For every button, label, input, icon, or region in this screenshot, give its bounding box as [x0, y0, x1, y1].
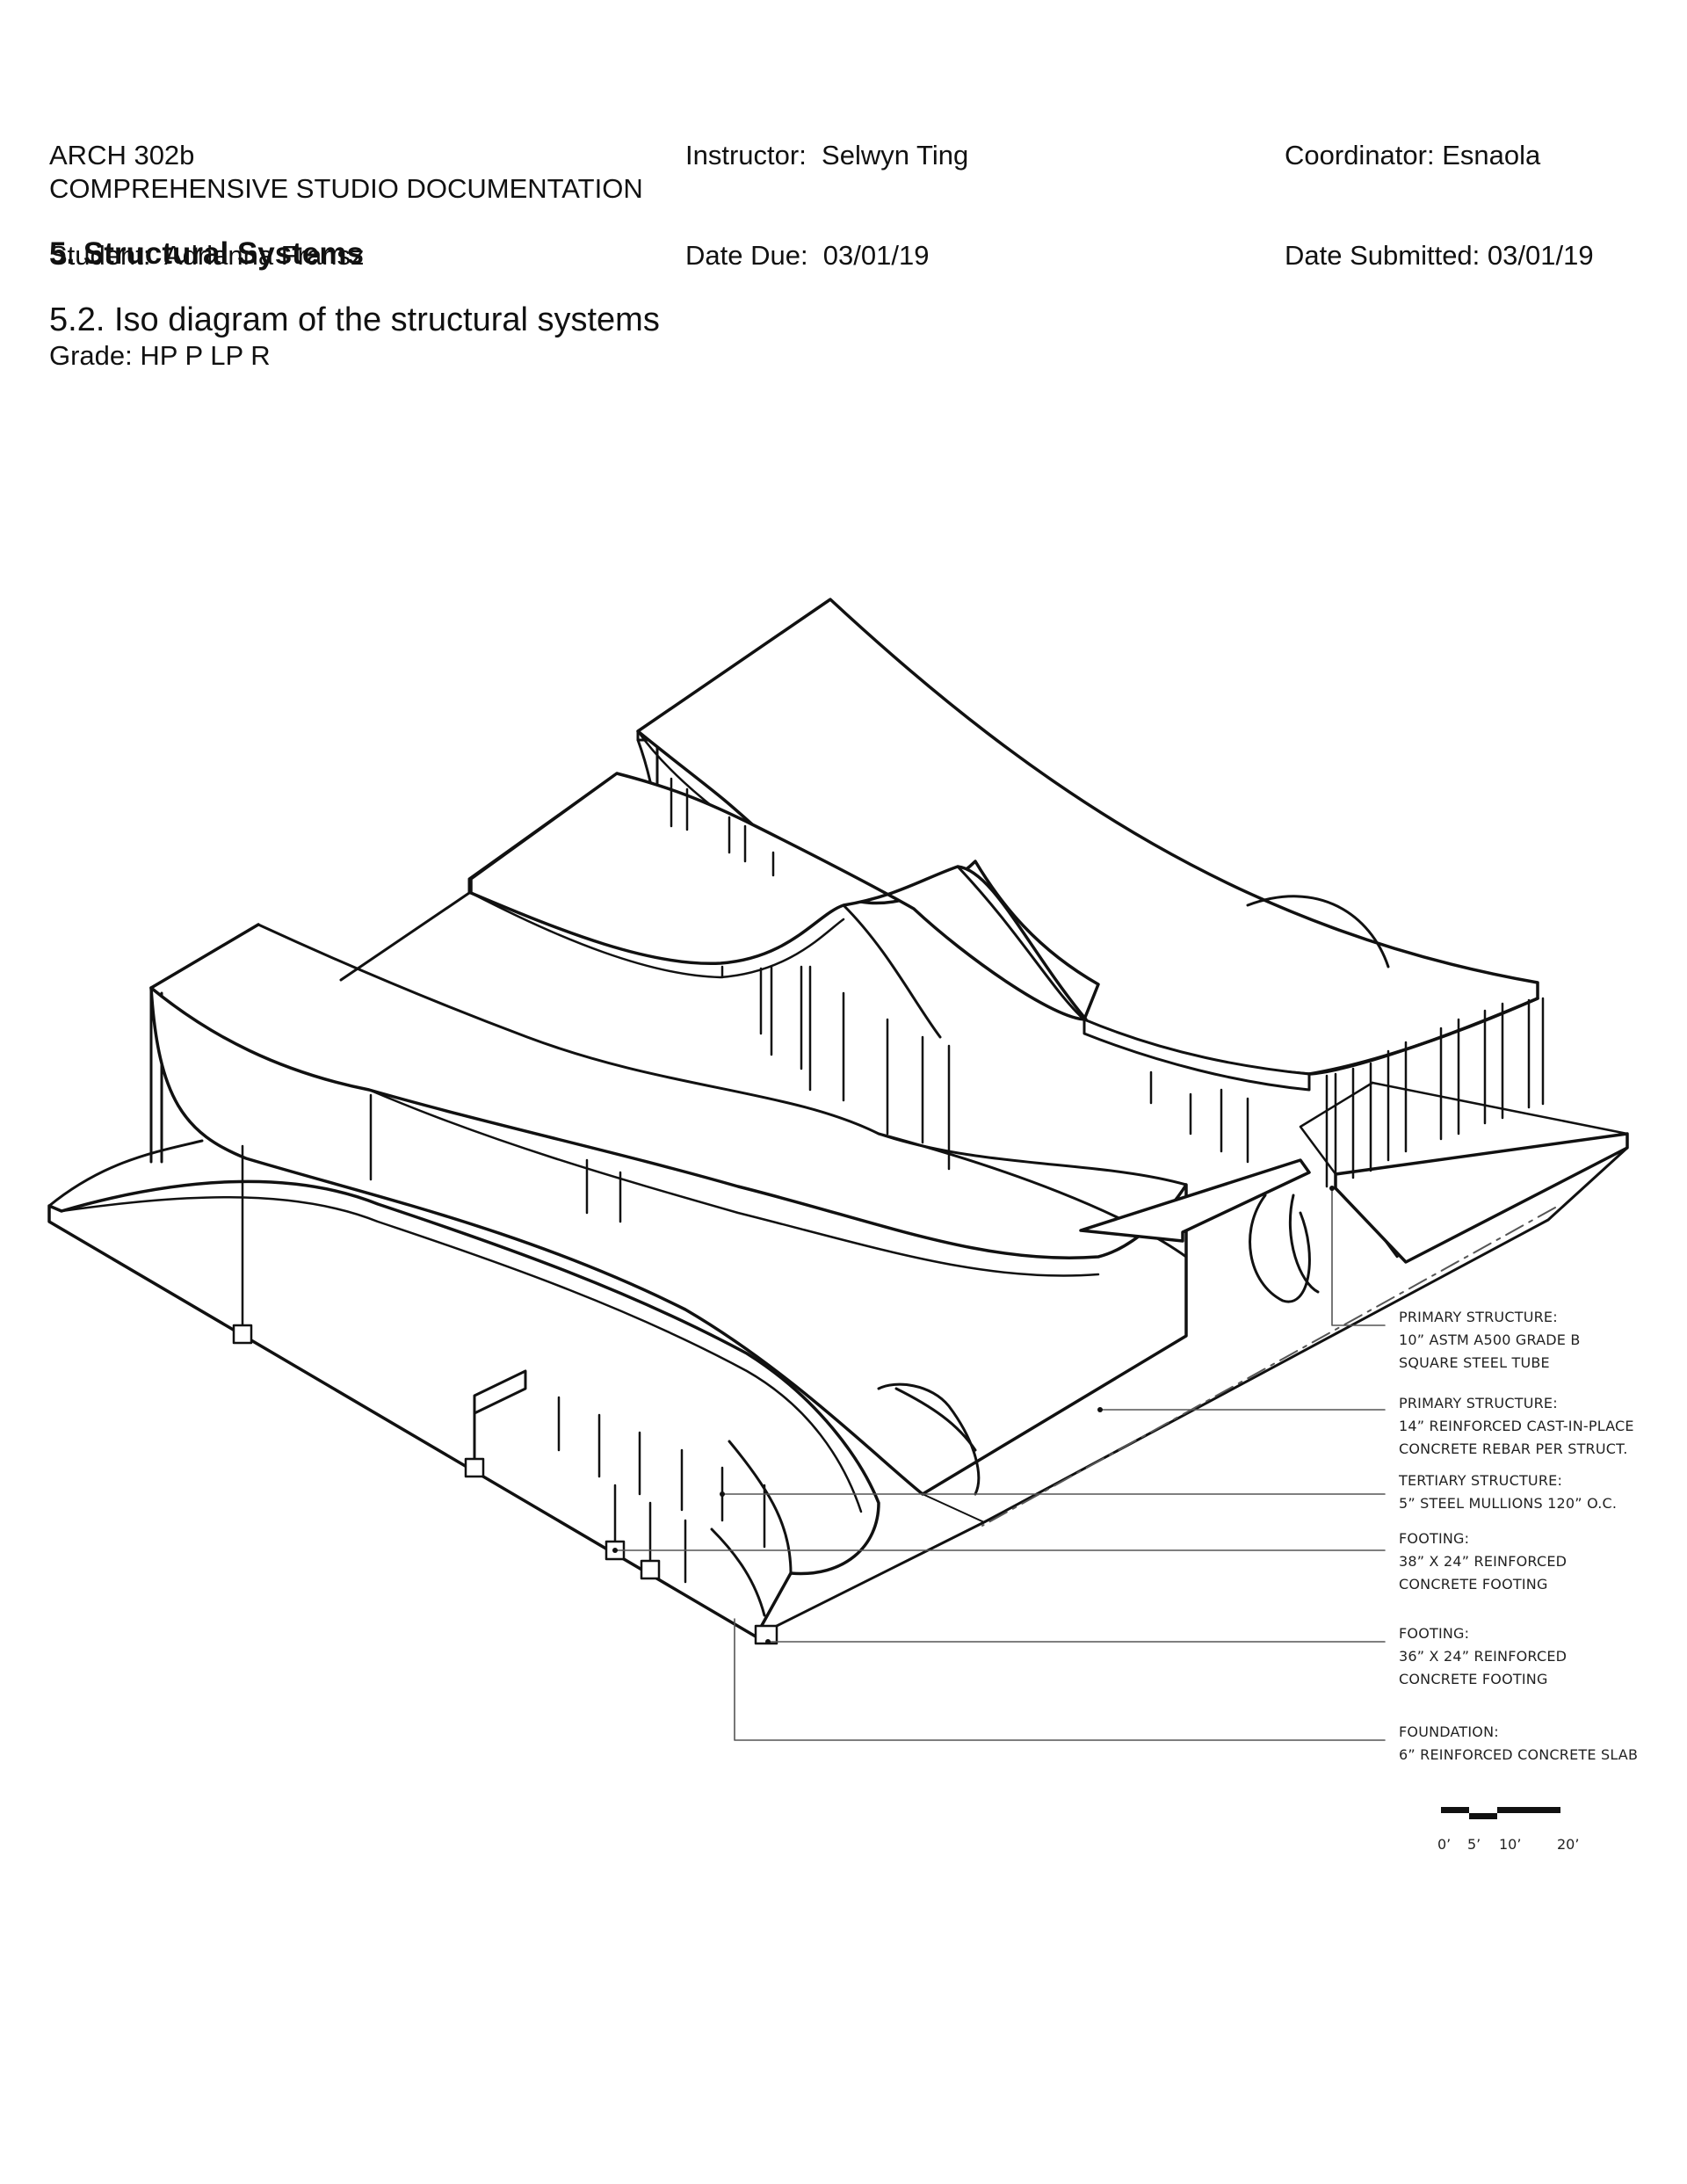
footings	[232, 1324, 778, 1645]
annotation-leaders	[614, 1187, 1386, 1741]
student-name: Student: Adrianna Fransz	[49, 240, 365, 271]
front-cantilever	[47, 1139, 880, 1638]
scale-label-20: 20’	[1557, 1836, 1579, 1853]
annotation-foundation: FOUNDATION: 6” REINFORCED CONCRETE SLAB	[1399, 1723, 1638, 1763]
instructor-name: Instructor: Selwyn Ting	[685, 140, 969, 171]
date-submitted: Date Submitted: 03/01/19	[1285, 240, 1594, 271]
coordinator-name: Coordinator: Esnaola	[1285, 140, 1541, 171]
header-middle-column: Instructor: Selwyn Ting Date Due: 03/01/…	[685, 72, 968, 306]
annotation-steel-tube: PRIMARY STRUCTURE: 10” ASTM A500 GRADE B…	[1399, 1309, 1585, 1371]
scale-label-10: 10’	[1499, 1836, 1521, 1853]
section-title: 5. Structural Systems	[49, 236, 364, 271]
scale-bar: 0’ 5’ 10’ 20’	[1437, 1807, 1579, 1853]
middle-roof-shell	[469, 772, 1088, 1039]
studio-documentation-title: COMPREHENSIVE STUDIO DOCUMENTATION	[49, 173, 643, 204]
scale-label-5: 5’	[1467, 1836, 1481, 1853]
annotation-footing-38: FOOTING: 38” X 24” REINFORCED CONCRETE F…	[1399, 1530, 1571, 1593]
subsection-title: 5.2. Iso diagram of the structural syste…	[49, 301, 660, 338]
grade-line: Grade: HP P LP R	[49, 340, 271, 371]
annotation-footing-36: FOOTING: 36” X 24” REINFORCED CONCRETE F…	[1399, 1625, 1571, 1687]
annotations: PRIMARY STRUCTURE: 10” ASTM A500 GRADE B…	[1398, 1309, 1639, 1763]
scale-label-0: 0’	[1437, 1836, 1451, 1853]
header-right-column: Coordinator: Esnaola Date Submitted: 03/…	[1285, 72, 1594, 306]
annotation-mullions: TERTIARY STRUCTURE: 5” STEEL MULLIONS 12…	[1398, 1472, 1617, 1512]
date-due: Date Due: 03/01/19	[685, 240, 930, 271]
header-left-column: ARCH 302b Student: Adrianna Fransz	[49, 72, 364, 306]
leader-dots	[612, 1186, 1335, 1644]
section-cut-line	[981, 1207, 1556, 1527]
course-code: ARCH 302b	[49, 140, 195, 171]
annotation-concrete-shell: PRIMARY STRUCTURE: 14” REINFORCED CAST-I…	[1399, 1395, 1639, 1457]
right-wing-slab	[1079, 1132, 1629, 1303]
steel-mullions	[241, 777, 1545, 1584]
